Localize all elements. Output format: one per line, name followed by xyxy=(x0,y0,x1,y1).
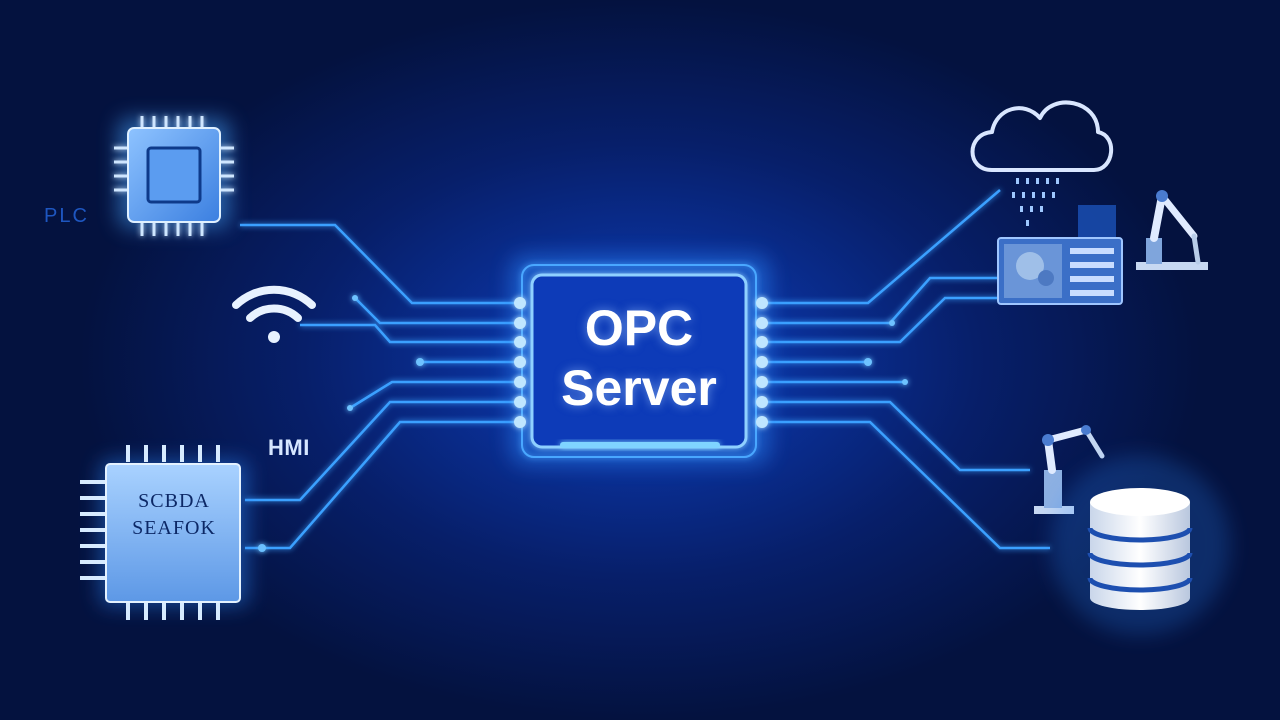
server-pins-left xyxy=(514,297,526,428)
robot-arm-icon xyxy=(1136,190,1208,270)
cloud-icon xyxy=(970,100,1114,226)
scada-sensor-label: SCBDA SEAFOK xyxy=(132,490,216,539)
hmi-label: HMI xyxy=(268,435,310,460)
server-title-line2: Server xyxy=(561,360,717,416)
plc-label: PLC xyxy=(44,205,89,227)
left-trace-dots xyxy=(258,295,424,552)
server-title-line1: OPC xyxy=(584,300,694,356)
database-icon xyxy=(1050,455,1230,635)
trace-l7 xyxy=(245,420,520,550)
right-connection-traces xyxy=(762,189,1050,550)
trace-l1 xyxy=(240,223,520,305)
server-pins-right xyxy=(756,297,768,428)
wifi-icon xyxy=(232,285,316,343)
trace-r7 xyxy=(762,420,1050,550)
trace-r3 xyxy=(762,296,1000,344)
dashboard-monitor-icon xyxy=(997,205,1123,305)
trace-l5 xyxy=(349,380,520,410)
trace-r1 xyxy=(762,189,1001,305)
left-connection-traces xyxy=(240,223,520,550)
trace-r6 xyxy=(762,400,1030,472)
opc-server-title: OPC Server xyxy=(532,298,746,418)
trace-l2 xyxy=(354,297,520,325)
trace-r2 xyxy=(762,276,1000,325)
plc-chip-icon xyxy=(114,116,234,236)
opc-server-chip xyxy=(510,255,770,465)
right-trace-dots xyxy=(864,320,908,385)
trace-l3 xyxy=(300,323,520,344)
robot-arm-icon-2 xyxy=(1034,425,1105,514)
scada-sensor-chip-icon xyxy=(80,445,248,620)
trace-l6 xyxy=(245,400,520,502)
